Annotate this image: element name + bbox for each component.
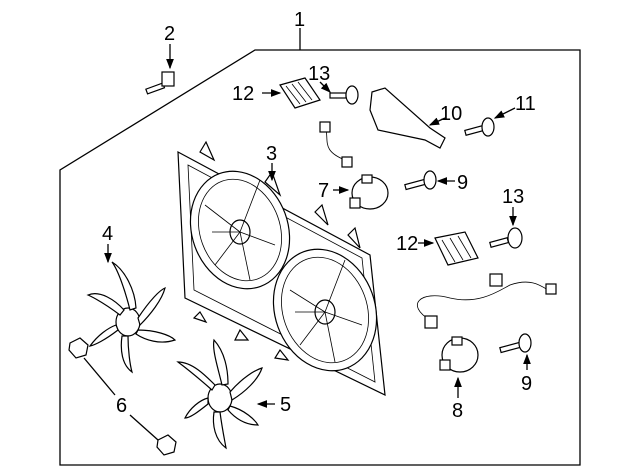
fan-shroud bbox=[177, 140, 386, 397]
callout-6: 6 bbox=[116, 395, 127, 417]
callout-3: 3 bbox=[266, 143, 277, 165]
fan-motor-lower bbox=[439, 336, 479, 373]
bolt-9-upper bbox=[404, 170, 437, 191]
callout-10: 10 bbox=[440, 103, 462, 125]
mounting-bracket bbox=[369, 87, 446, 149]
callout-7: 7 bbox=[318, 180, 329, 202]
callout-2: 2 bbox=[164, 23, 175, 45]
assembly-boundary bbox=[59, 49, 581, 466]
bolt-9-lower bbox=[499, 333, 532, 354]
callout-13-upper: 13 bbox=[308, 63, 330, 85]
nut-6-upper bbox=[68, 337, 89, 359]
fan-motor-upper bbox=[349, 174, 389, 210]
callout-12-lower: 12 bbox=[396, 233, 418, 255]
callout-12-upper: 12 bbox=[232, 83, 254, 105]
screw-13-lower bbox=[489, 227, 523, 249]
callout-8: 8 bbox=[452, 400, 463, 422]
fan-blade-right bbox=[176, 338, 263, 450]
fan-blade-left bbox=[86, 261, 177, 374]
callout-1: 1 bbox=[294, 9, 305, 31]
screw-13-upper bbox=[329, 85, 359, 105]
callout-11: 11 bbox=[515, 93, 536, 115]
callout-9-lower: 9 bbox=[521, 373, 532, 395]
callout-13-lower: 13 bbox=[502, 186, 524, 208]
fan-resistor-upper bbox=[279, 77, 353, 168]
screw-11 bbox=[464, 117, 495, 137]
bolt-2 bbox=[145, 71, 175, 95]
callout-4: 4 bbox=[102, 223, 113, 245]
callout-5: 5 bbox=[280, 394, 291, 416]
leader-lines bbox=[83, 28, 531, 441]
nut-6-lower bbox=[156, 434, 177, 456]
fan-resistor-lower bbox=[417, 231, 557, 329]
callout-9-upper: 9 bbox=[457, 172, 468, 194]
